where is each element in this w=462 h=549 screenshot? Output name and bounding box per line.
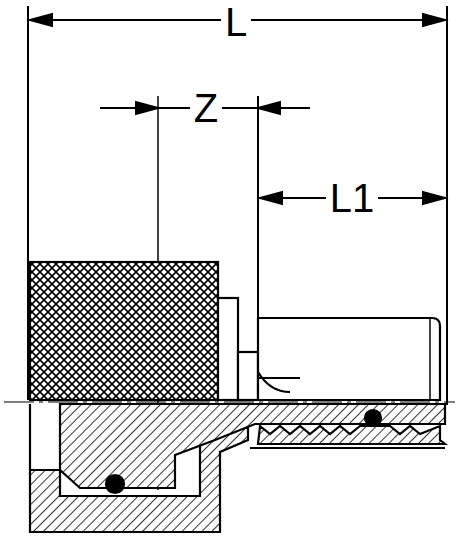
dimension-label: L [221, 2, 251, 42]
dimension-label: Z [190, 88, 222, 128]
dimension-lines [28, 6, 447, 490]
dimension-label: L1 [326, 178, 379, 218]
fitting-body [30, 262, 445, 532]
centre-line [4, 401, 455, 402]
